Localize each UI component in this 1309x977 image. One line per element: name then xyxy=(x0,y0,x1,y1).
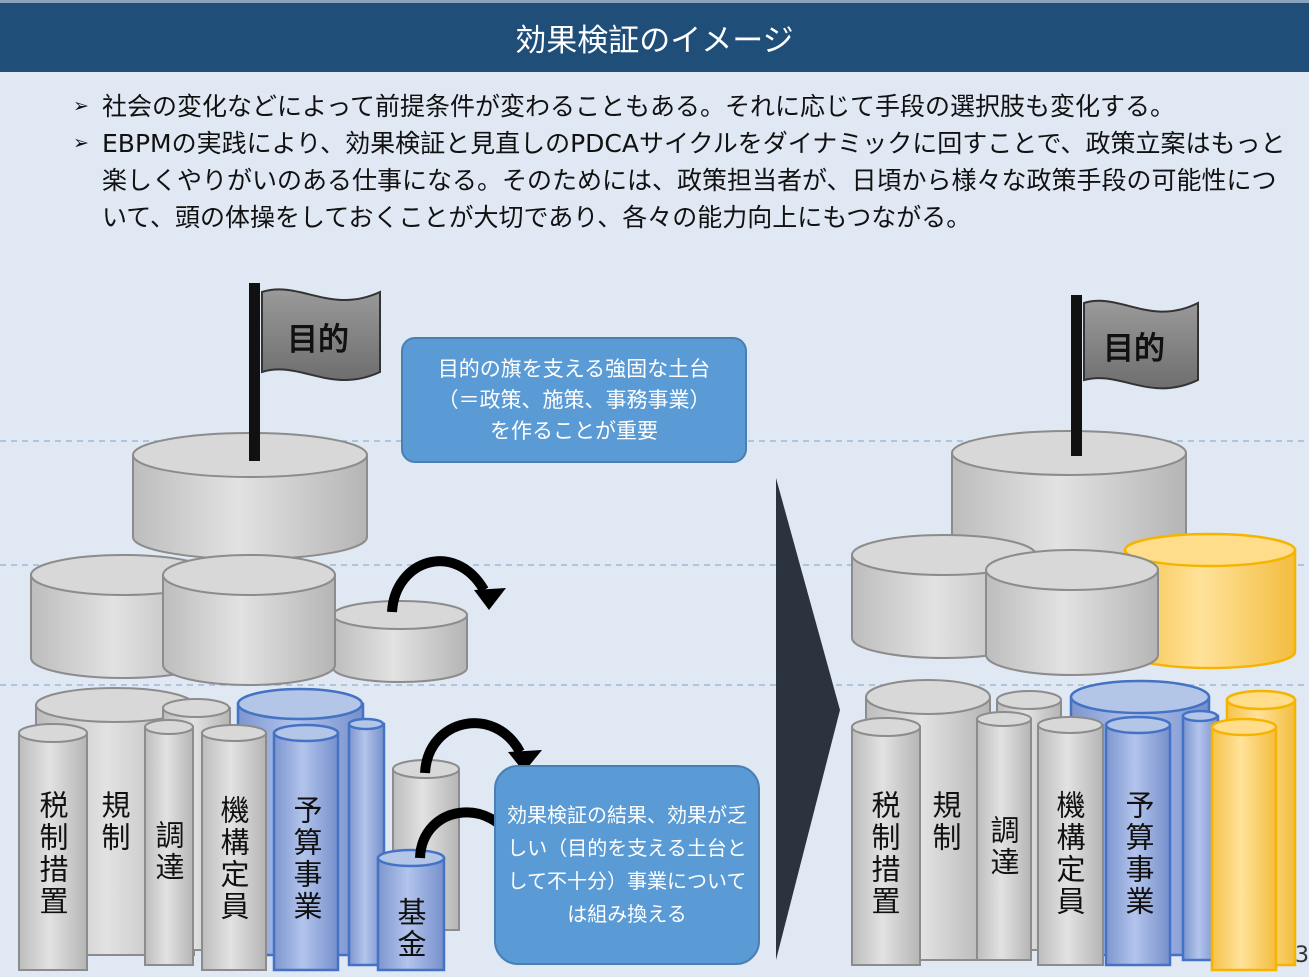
flag-label-left: 目的 xyxy=(287,322,349,358)
flag-right xyxy=(1071,295,1199,456)
flag-pole xyxy=(249,283,260,461)
pillar-label-budget: 予算事業 xyxy=(289,795,323,923)
bullet-item: EBPMの実践により、効果検証と見直しのPDCAサイクルをダイナミックに回すこと… xyxy=(73,125,1295,236)
pillar-budget xyxy=(272,723,340,972)
pillar-label-organization: 機構定員 xyxy=(216,795,250,923)
pillar-front-gold xyxy=(1210,717,1278,972)
pillar-organization xyxy=(201,724,267,971)
pillar-label-budget: 予算事業 xyxy=(1121,790,1155,918)
middle-drum xyxy=(985,549,1159,676)
bullet-list: 社会の変化などによって前提条件が変わることもある。それに応じて手段の選択肢も変化… xyxy=(73,88,1295,236)
top-drum xyxy=(951,430,1187,558)
pillar-tax xyxy=(18,723,88,971)
pillar-label-regulation: 規制 xyxy=(97,790,131,854)
flag-pole xyxy=(1071,295,1082,456)
pillar-budget xyxy=(1104,715,1172,967)
pillar-procurement xyxy=(976,711,1032,961)
gold-drum xyxy=(1123,532,1297,670)
pillar-label-tax: 税制措置 xyxy=(35,790,69,918)
callout-foundation-text: 目的の旗を支える強固な土台（＝政策、施策、事務事業）を作ることが重要 xyxy=(437,356,711,443)
pillar-label-tax: 税制措置 xyxy=(867,790,901,918)
flag-label-right: 目的 xyxy=(1103,331,1165,367)
flag-cloth xyxy=(1083,299,1199,390)
middle-drum xyxy=(162,554,336,686)
bullet-item: 社会の変化などによって前提条件が変わることもある。それに応じて手段の選択肢も変化… xyxy=(73,88,1295,125)
right-structure xyxy=(851,295,1297,972)
pillar-tax xyxy=(851,717,921,966)
pillar-label-regulation: 規制 xyxy=(928,790,962,854)
swap-arrow-icon xyxy=(420,718,525,774)
pillar-procurement xyxy=(144,719,194,966)
pillar-fund xyxy=(376,848,446,972)
slide-title: 効果検証のイメージ xyxy=(0,0,1309,72)
left-structure xyxy=(18,283,542,972)
pillar-label-fund: 基金 xyxy=(393,897,427,961)
pillar-label-procurement: 調達 xyxy=(986,815,1020,879)
small-drum xyxy=(332,600,468,683)
page-number: 3 xyxy=(1295,943,1309,968)
flag-left xyxy=(249,283,381,461)
swap-arrow-icon xyxy=(387,556,489,613)
pillar-label-procurement: 調達 xyxy=(151,820,185,884)
callout-rearrange: 効果検証の結果、効果が乏しい（目的を支える土台として不十分）事業については組み換… xyxy=(494,765,760,965)
callout-foundation: 目的の旗を支える強固な土台（＝政策、施策、事務事業）を作ることが重要 xyxy=(401,337,747,463)
pillar-organization xyxy=(1037,716,1104,966)
flag-cloth xyxy=(261,288,381,382)
arrow-head-icon xyxy=(474,588,506,610)
pillar-label-organization: 機構定員 xyxy=(1052,790,1086,918)
callout-rearrange-text: 効果検証の結果、効果が乏しい（目的を支える土台として不十分）事業については組み換… xyxy=(507,803,747,926)
arrow-head-icon xyxy=(508,750,542,772)
transition-arrow-shape xyxy=(776,478,840,960)
